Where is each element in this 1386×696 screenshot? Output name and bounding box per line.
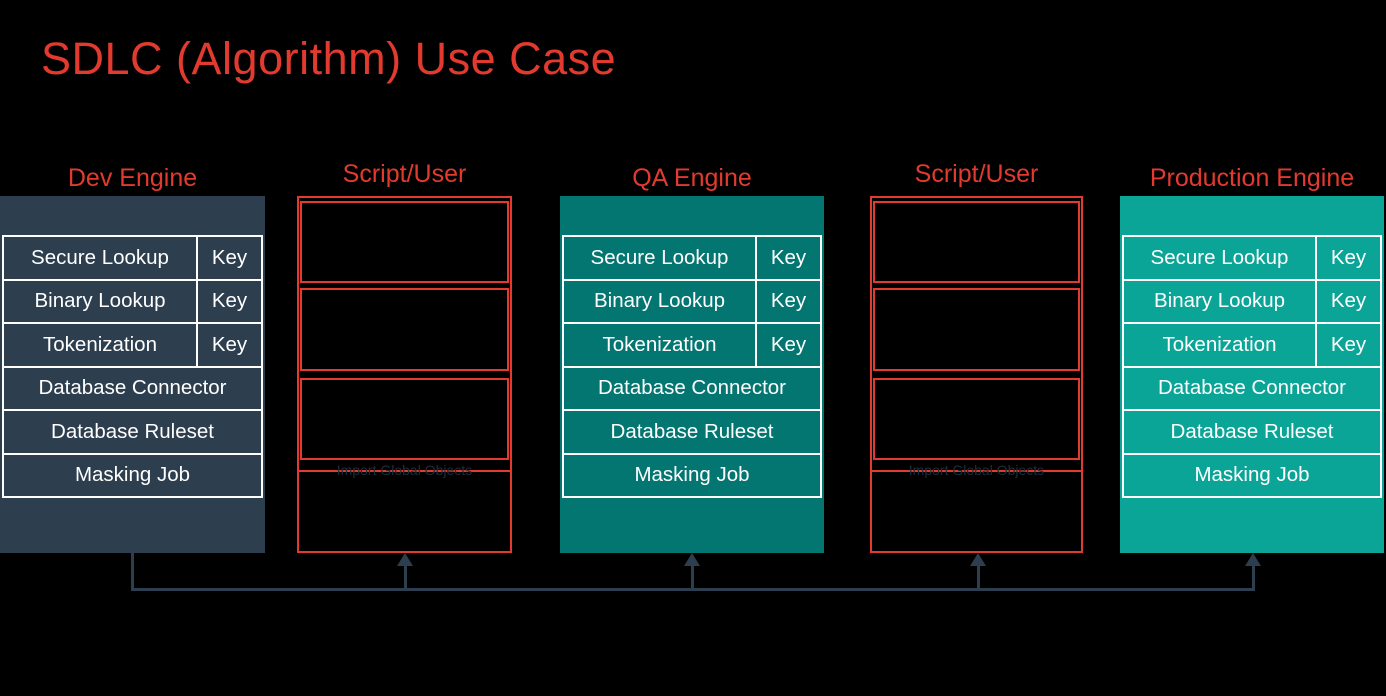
table-row: Binary Lookup Key (564, 278, 820, 322)
qa-rows-table: Secure Lookup Key Binary Lookup Key Toke… (562, 235, 822, 498)
row-label: Tokenization (1162, 332, 1277, 356)
arrow-stem-qa (690, 565, 694, 590)
key-cell: Key (196, 237, 261, 279)
script-box (300, 288, 509, 371)
table-row: Database Connector (1124, 365, 1380, 410)
table-row: Database Ruleset (564, 409, 820, 453)
script-box: Import Global Objects (297, 462, 512, 553)
column-script-user-2: Script/User Import Global Objects (870, 160, 1083, 553)
key-cell: Key (1315, 237, 1380, 279)
script-box-label: Import Global Objects (908, 462, 1045, 478)
table-row: Binary Lookup Key (4, 278, 261, 322)
table-row: Database Ruleset (4, 409, 261, 453)
production-engine-title: Production Engine (1149, 164, 1355, 192)
page-title: SDLC (Algorithm) Use Case (41, 33, 617, 84)
dev-engine-body: Secure Lookup Key Binary Lookup Key Toke… (0, 196, 265, 553)
row-label: Tokenization (602, 332, 717, 356)
row-label: Binary Lookup (1153, 289, 1286, 313)
up-arrow-head-qa (684, 553, 700, 566)
up-arrow-head-script2 (970, 553, 986, 566)
row-label: Secure Lookup (1150, 245, 1289, 269)
key-cell: Key (755, 280, 820, 322)
table-row: Secure Lookup Key (1124, 235, 1380, 279)
qa-engine-title: QA Engine (632, 164, 752, 192)
row-label: Tokenization (43, 332, 157, 356)
key-cell: Key (755, 324, 820, 366)
arrow-stem-production (1251, 565, 1255, 590)
up-arrow-head-production (1245, 553, 1261, 566)
key-cell: Key (755, 237, 820, 279)
dev-engine-title: Dev Engine (67, 164, 198, 192)
table-row: Masking Job (4, 452, 261, 498)
row-label: Binary Lookup (593, 289, 726, 313)
qa-engine-body: Secure Lookup Key Binary Lookup Key Toke… (560, 196, 824, 553)
row-label: Binary Lookup (34, 289, 166, 313)
script-box (873, 378, 1080, 460)
dev-rows-table: Secure Lookup Key Binary Lookup Key Toke… (2, 235, 263, 498)
table-row: Tokenization Key (4, 322, 261, 366)
production-engine-body: Secure Lookup Key Binary Lookup Key Toke… (1120, 196, 1384, 553)
script-user-2-title: Script/User (914, 160, 1039, 188)
row-label: Secure Lookup (31, 245, 169, 269)
table-row: Binary Lookup Key (1124, 278, 1380, 322)
column-production-engine: Production Engine Secure Lookup Key Bina… (1120, 164, 1384, 553)
table-row: Database Connector (4, 365, 261, 410)
table-row: Database Ruleset (1124, 409, 1380, 453)
arrow-stem-script1 (403, 565, 407, 590)
script-box-label: Import Global Objects (336, 462, 473, 478)
script-box (873, 288, 1080, 371)
column-script-user-1: Script/User Import Global Objects (297, 160, 512, 553)
script-user-1-title: Script/User (342, 160, 467, 188)
key-cell: Key (196, 280, 261, 322)
script-box (300, 201, 509, 283)
table-row: Database Connector (564, 365, 820, 410)
connector-drop-line (131, 552, 134, 591)
script-box (300, 378, 509, 460)
table-row: Tokenization Key (1124, 322, 1380, 366)
up-arrow-head-script1 (397, 553, 413, 566)
script-box: Import Global Objects (870, 462, 1083, 553)
key-cell: Key (1315, 280, 1380, 322)
table-row: Masking Job (564, 452, 820, 498)
table-row: Secure Lookup Key (4, 235, 261, 279)
arrow-stem-script2 (976, 565, 980, 590)
table-row: Tokenization Key (564, 322, 820, 366)
table-row: Masking Job (1124, 452, 1380, 498)
production-rows-table: Secure Lookup Key Binary Lookup Key Toke… (1122, 235, 1382, 498)
table-row: Secure Lookup Key (564, 235, 820, 279)
row-label: Secure Lookup (590, 245, 729, 269)
script-box (873, 201, 1080, 283)
column-qa-engine: QA Engine Secure Lookup Key Binary Looku… (560, 164, 824, 553)
column-dev-engine: Dev Engine Secure Lookup Key Binary Look… (0, 164, 265, 553)
key-cell: Key (1315, 324, 1380, 366)
key-cell: Key (196, 324, 261, 366)
